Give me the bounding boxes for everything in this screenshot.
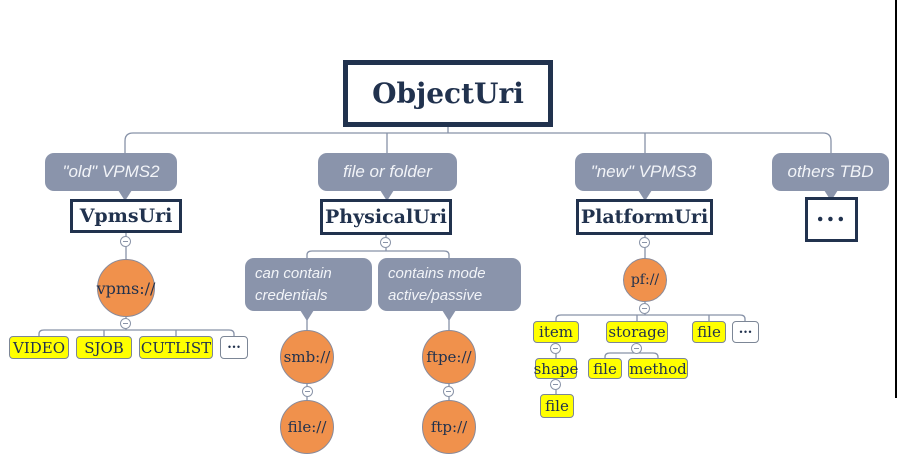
leaf-storage-file-label: file <box>593 359 617 378</box>
collapse-icon-item[interactable] <box>550 343 561 354</box>
circle-ftpe-label: ftpe:// <box>426 348 472 366</box>
collapse-icon-smb[interactable] <box>302 386 313 397</box>
callout-contains-mode-label: contains mode active/passive <box>388 264 486 304</box>
leaf-sjob[interactable]: SJOB <box>76 336 132 359</box>
node-physicaluri[interactable]: PhysicalUri <box>320 199 452 235</box>
callout-tail <box>118 190 132 201</box>
leaf-item-label: item <box>539 323 573 341</box>
leaf-storage-label: storage <box>608 323 666 341</box>
circle-vpms-label: vpms:// <box>96 278 156 298</box>
circle-ftp-label: ftp:// <box>430 418 468 436</box>
callout-can-contain-credentials[interactable]: can contain credentials <box>245 258 372 321</box>
root-node-objecturi[interactable]: ObjectUri <box>343 60 553 127</box>
leaf-storage-file[interactable]: file <box>588 358 622 379</box>
circle-pf-label: pf:// <box>630 272 660 288</box>
circle-ftp-scheme[interactable]: ftp:// <box>422 400 476 454</box>
collapse-icon-vpmsuri[interactable] <box>120 236 131 247</box>
collapse-icon-shape[interactable] <box>550 379 561 390</box>
circle-vpms-scheme[interactable]: vpms:// <box>97 259 155 317</box>
circle-ftpe-scheme[interactable]: ftpe:// <box>422 330 476 384</box>
collapse-icon-vpms[interactable] <box>120 318 131 329</box>
callout-new-vpms3-label: "new" VPMS3 <box>590 162 697 181</box>
node-platformuri-label: PlatformUri <box>580 206 709 228</box>
leaf-method-label: method <box>629 359 687 378</box>
callout-others-tbd[interactable]: others TBD <box>772 153 889 201</box>
callout-old-vpms2-label: "old" VPMS2 <box>62 162 160 181</box>
callout-tail <box>824 190 838 201</box>
callout-new-vpms3[interactable]: "new" VPMS3 <box>575 153 712 201</box>
leaf-video-label: VIDEO <box>12 338 66 357</box>
circle-file-scheme[interactable]: file:// <box>280 400 334 454</box>
node-others-ellipsis[interactable]: ... <box>805 197 858 242</box>
root-node-label: ObjectUri <box>372 77 524 110</box>
leaf-method[interactable]: method <box>628 358 688 379</box>
circle-pf-scheme[interactable]: pf:// <box>623 258 667 302</box>
collapse-icon-storage[interactable] <box>631 343 642 354</box>
leaf-shape-file[interactable]: file <box>540 394 574 418</box>
leaf-storage[interactable]: storage <box>606 321 668 343</box>
collapse-icon-platformuri[interactable] <box>639 237 650 248</box>
leaf-platform-more[interactable]: ... <box>732 321 759 343</box>
leaf-cutlist[interactable]: CUTLIST <box>139 336 213 359</box>
leaf-platform-more-label: ... <box>738 321 753 337</box>
callout-contains-mode[interactable]: contains mode active/passive <box>378 258 521 321</box>
leaf-file-top-label: file <box>697 323 721 341</box>
circle-file-label: file:// <box>287 418 327 436</box>
leaf-shape[interactable]: shape <box>533 358 579 379</box>
circle-smb-scheme[interactable]: smb:// <box>280 330 334 384</box>
callout-credentials-label: can contain credentials <box>255 264 332 304</box>
node-others-ellipsis-label: ... <box>815 198 848 227</box>
leaf-vpms-more[interactable]: ... <box>220 336 248 359</box>
node-physicaluri-label: PhysicalUri <box>325 206 447 228</box>
leaf-sjob-label: SJOB <box>84 338 124 357</box>
collapse-icon-pf[interactable] <box>639 303 650 314</box>
window-edge-line <box>895 0 897 398</box>
leaf-cutlist-label: CUTLIST <box>140 338 212 357</box>
leaf-video[interactable]: VIDEO <box>9 336 69 359</box>
leaf-item[interactable]: item <box>533 321 579 343</box>
callout-file-or-folder-label: file or folder <box>343 162 432 181</box>
collapse-icon-ftpe[interactable] <box>443 386 454 397</box>
collapse-icon-physicaluri[interactable] <box>380 237 391 248</box>
callout-others-tbd-label: others TBD <box>787 162 874 181</box>
node-vpmsuri[interactable]: VpmsUri <box>70 199 182 233</box>
circle-smb-label: smb:// <box>283 348 331 366</box>
leaf-file-top[interactable]: file <box>692 321 726 343</box>
callout-file-or-folder[interactable]: file or folder <box>318 153 457 201</box>
callout-tail <box>300 310 314 321</box>
leaf-vpms-more-label: ... <box>227 337 241 352</box>
callout-tail <box>638 190 652 201</box>
callout-tail <box>442 310 456 321</box>
node-platformuri[interactable]: PlatformUri <box>576 199 713 235</box>
leaf-shape-label: shape <box>533 359 579 378</box>
callout-old-vpms2[interactable]: "old" VPMS2 <box>45 153 177 201</box>
node-vpmsuri-label: VpmsUri <box>79 205 173 227</box>
callout-tail <box>380 190 394 201</box>
leaf-shape-file-label: file <box>545 397 569 415</box>
